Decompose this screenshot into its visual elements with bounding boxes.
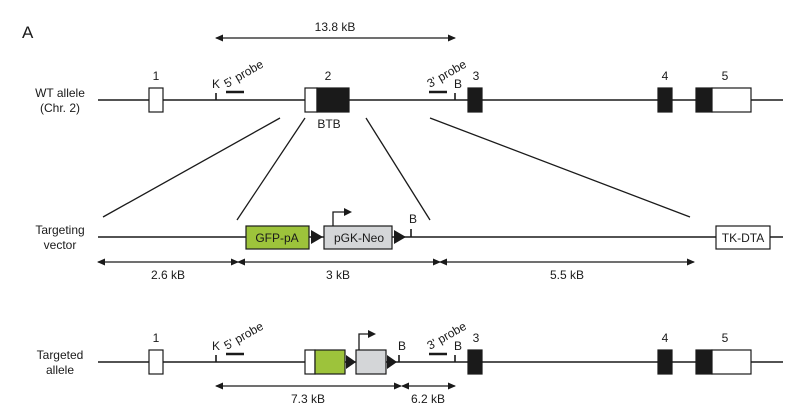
loxp-site-1: [311, 230, 323, 244]
vector-label-line2: vector: [44, 238, 77, 252]
targeted-gfp-block: [314, 349, 346, 375]
targeted-loxp-2: [387, 355, 397, 369]
targeted-label-line1: Targeted: [37, 348, 84, 362]
vector-segment-label-2: 3 kB: [326, 268, 350, 282]
targeted-exon-2-utr: [304, 349, 316, 375]
homology-line-right-inner: [365, 117, 431, 221]
targeted-neo-promoter-arrowhead: [368, 330, 376, 338]
targeting-vector-row: Targeting vector GFP-pA pGK-Neo B TK-DTA…: [35, 208, 783, 282]
pgk-neo-cassette: [323, 225, 393, 250]
wt-exon-4: [657, 87, 673, 113]
wt-exon-1: [148, 87, 164, 113]
loxp-site-2: [394, 230, 406, 244]
vector-b-site-label: B: [409, 212, 417, 226]
targeted-exon-3: [467, 349, 483, 375]
wt-allele-label-line1: WT allele: [35, 86, 85, 100]
targeted-fragment-label-2: 6.2 kB: [411, 392, 445, 406]
wt-b-site-label: B: [454, 77, 462, 91]
wt-exon-2-utr: [304, 87, 318, 113]
tk-dta-label: TK-DTA: [722, 231, 764, 245]
targeted-3-probe-label: 3' probe: [425, 319, 470, 353]
vector-label-line1: Targeting: [35, 223, 84, 237]
targeted-label-line2: allele: [46, 363, 74, 377]
targeted-exon-4-label: 4: [662, 331, 669, 345]
targeted-allele-row: Targeted allele 1 K 5' probe B 3' probe …: [37, 319, 783, 406]
targeted-neo-promoter-arrow: [358, 333, 370, 350]
targeted-b-site-2-label: B: [454, 339, 462, 353]
wt-5-probe-label: 5' probe: [222, 57, 267, 91]
pgk-neo-label: pGK-Neo: [334, 231, 384, 245]
wt-exon-3-label: 3: [473, 69, 480, 83]
wt-allele-label-line2: (Chr. 2): [40, 101, 80, 115]
targeted-k-site-label: K: [212, 339, 220, 353]
panel-label: A: [22, 23, 34, 42]
targeted-neo-block: [355, 349, 387, 375]
targeted-loxp-1: [346, 355, 356, 369]
wt-exon-5-label: 5: [722, 69, 729, 83]
wt-exon-1-label: 1: [153, 69, 160, 83]
wt-3-probe-label: 3' probe: [425, 57, 470, 91]
gfp-pa-label: GFP-pA: [255, 231, 298, 245]
targeted-exon-3-label: 3: [473, 331, 480, 345]
targeted-exon-5-label: 5: [722, 331, 729, 345]
wt-span-label: 13.8 kB: [315, 20, 356, 34]
wt-exon-2-label: 2: [325, 69, 332, 83]
homology-line-left-inner: [236, 117, 306, 221]
wt-exon-5-coding: [695, 87, 713, 113]
wt-exon-2-coding: [316, 87, 350, 113]
wt-exon-4-label: 4: [662, 69, 669, 83]
neo-promoter-arrow: [332, 211, 346, 226]
wt-allele-row: WT allele (Chr. 2) 13.8 kB 1 K 5' probe …: [35, 20, 783, 131]
targeted-exon-5-coding: [695, 349, 713, 375]
vector-segment-label-3: 5.5 kB: [550, 268, 584, 282]
targeted-b-site-1-label: B: [398, 339, 406, 353]
homology-line-right-outer: [429, 117, 691, 218]
wt-exon-3: [467, 87, 483, 113]
tk-dta-cassette: [715, 225, 771, 250]
targeted-exon-1: [148, 349, 164, 375]
wt-k-site-label: K: [212, 77, 220, 91]
targeted-exon-5-utr: [711, 349, 752, 375]
homology-line-left-outer: [102, 117, 281, 218]
wt-exon-5-utr: [711, 87, 752, 113]
targeted-5-probe-label: 5' probe: [222, 319, 267, 353]
targeted-exon-1-label: 1: [153, 331, 160, 345]
vector-segment-label-1: 2.6 kB: [151, 268, 185, 282]
wt-btb-label: BTB: [317, 117, 340, 131]
targeted-fragment-label-1: 7.3 kB: [291, 392, 325, 406]
neo-promoter-arrowhead: [344, 208, 352, 216]
homology-lines: [102, 117, 691, 221]
targeted-exon-4: [657, 349, 673, 375]
gfp-pa-cassette: [245, 225, 310, 250]
